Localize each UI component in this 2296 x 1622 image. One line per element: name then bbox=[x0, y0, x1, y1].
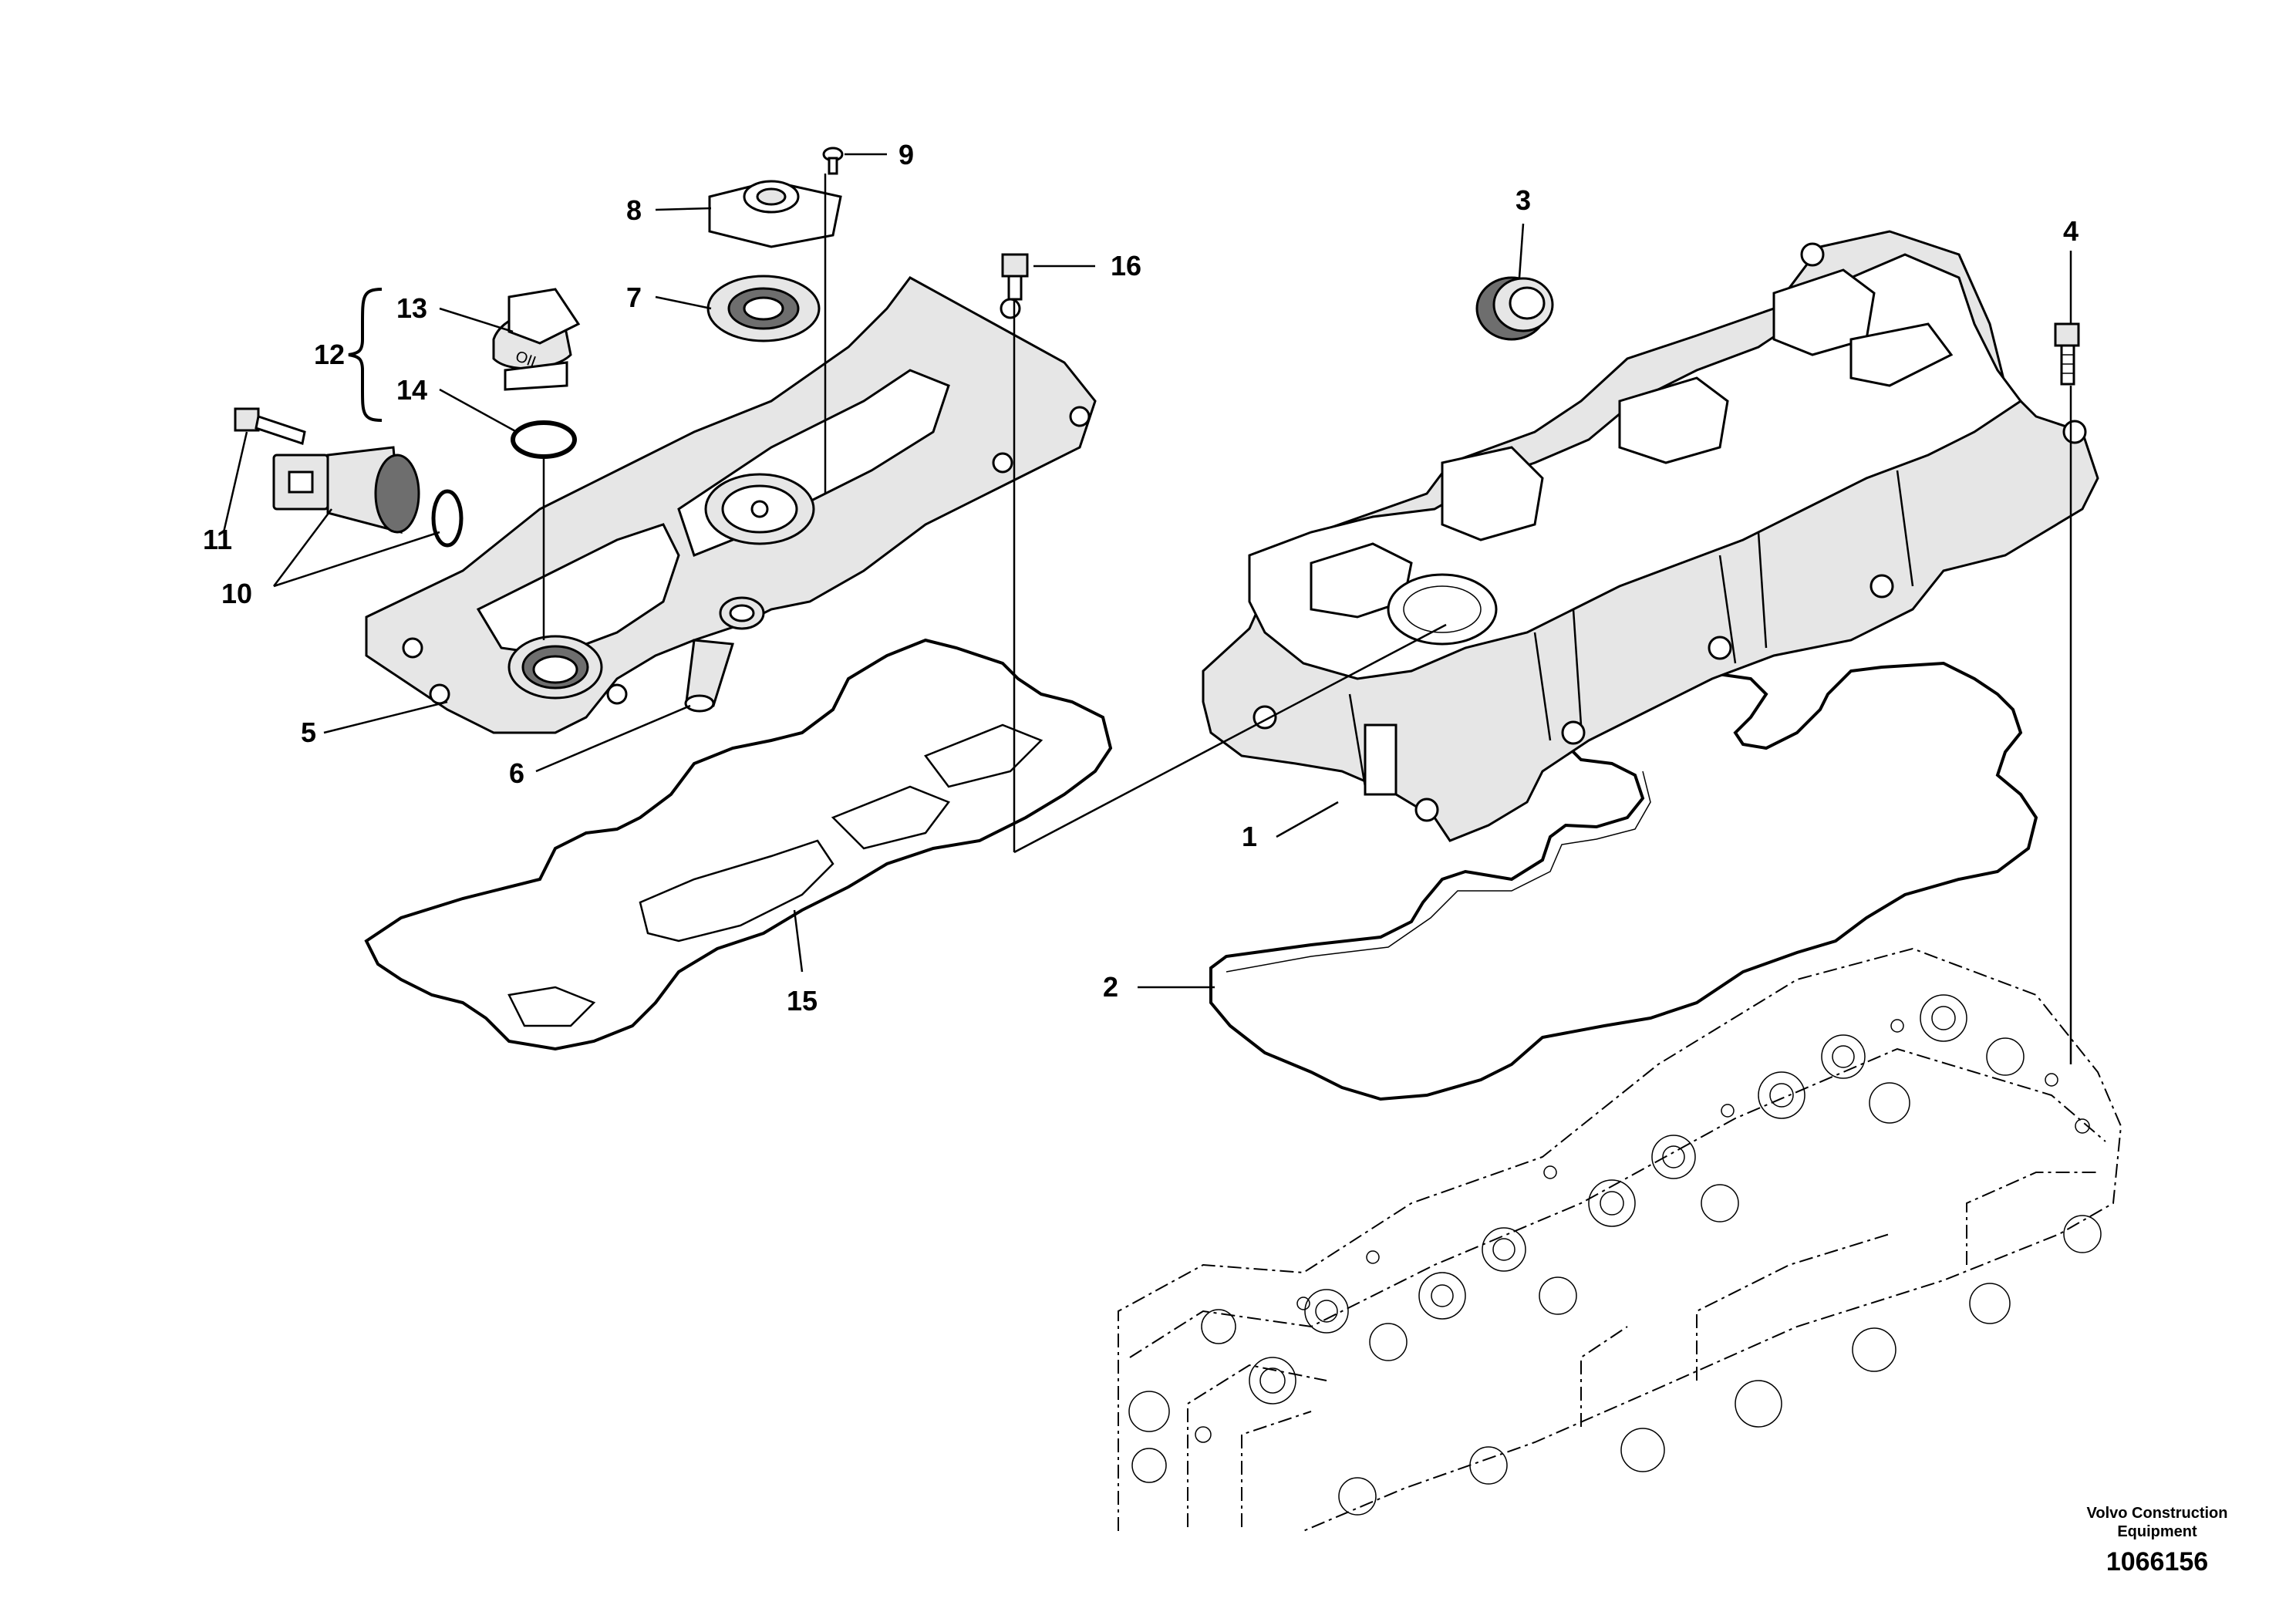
valve-cover bbox=[1202, 230, 2099, 842]
callout-6: 6 bbox=[509, 757, 524, 789]
callout-1: 1 bbox=[1242, 821, 1257, 852]
leader-lines bbox=[222, 153, 2072, 1064]
drawing-number: 1066156 bbox=[2106, 1547, 2209, 1576]
title-block: Volvo Construction Equipment 1066156 bbox=[2072, 1504, 2242, 1577]
callout-16: 16 bbox=[1111, 250, 1141, 282]
breather-seal bbox=[1475, 276, 1554, 341]
valve-diaphragm bbox=[706, 275, 821, 342]
oil-filler-housing bbox=[365, 276, 1097, 734]
callout-11: 11 bbox=[203, 524, 232, 555]
callout-5: 5 bbox=[301, 717, 316, 748]
callout-9: 9 bbox=[899, 139, 914, 170]
o-ring-14 bbox=[511, 420, 577, 459]
housing-gasket bbox=[364, 638, 1113, 1051]
bolt-4 bbox=[2054, 322, 2080, 386]
callout-4: 4 bbox=[2063, 215, 2079, 247]
callout-13: 13 bbox=[396, 292, 427, 324]
callout-12: 12 bbox=[314, 339, 345, 370]
bolt-11 bbox=[234, 407, 306, 445]
sensor bbox=[272, 446, 464, 548]
callout-15: 15 bbox=[787, 985, 818, 1017]
bolt-16 bbox=[1001, 253, 1029, 301]
callout-8: 8 bbox=[626, 194, 642, 226]
callout-10: 10 bbox=[221, 578, 252, 609]
callout-7: 7 bbox=[626, 282, 642, 313]
brace-12 bbox=[348, 288, 383, 422]
cylinder-head-outline bbox=[1118, 947, 2122, 1532]
valve-cover-gasket bbox=[1209, 661, 2038, 1101]
hose-6 bbox=[684, 639, 734, 713]
company-name: Volvo Construction Equipment bbox=[2086, 1505, 2228, 1540]
oil-filler-cap: OIL bbox=[492, 288, 581, 391]
callout-labels: 1 2 3 4 5 6 7 8 9 10 11 12 13 14 15 16 bbox=[203, 139, 2079, 1017]
callout-14: 14 bbox=[396, 374, 427, 406]
breather-cover bbox=[708, 180, 842, 248]
callout-3: 3 bbox=[1515, 184, 1531, 216]
housing-gasket-inner bbox=[507, 723, 1043, 1027]
callout-2: 2 bbox=[1103, 971, 1118, 1003]
screw-9 bbox=[822, 147, 844, 175]
